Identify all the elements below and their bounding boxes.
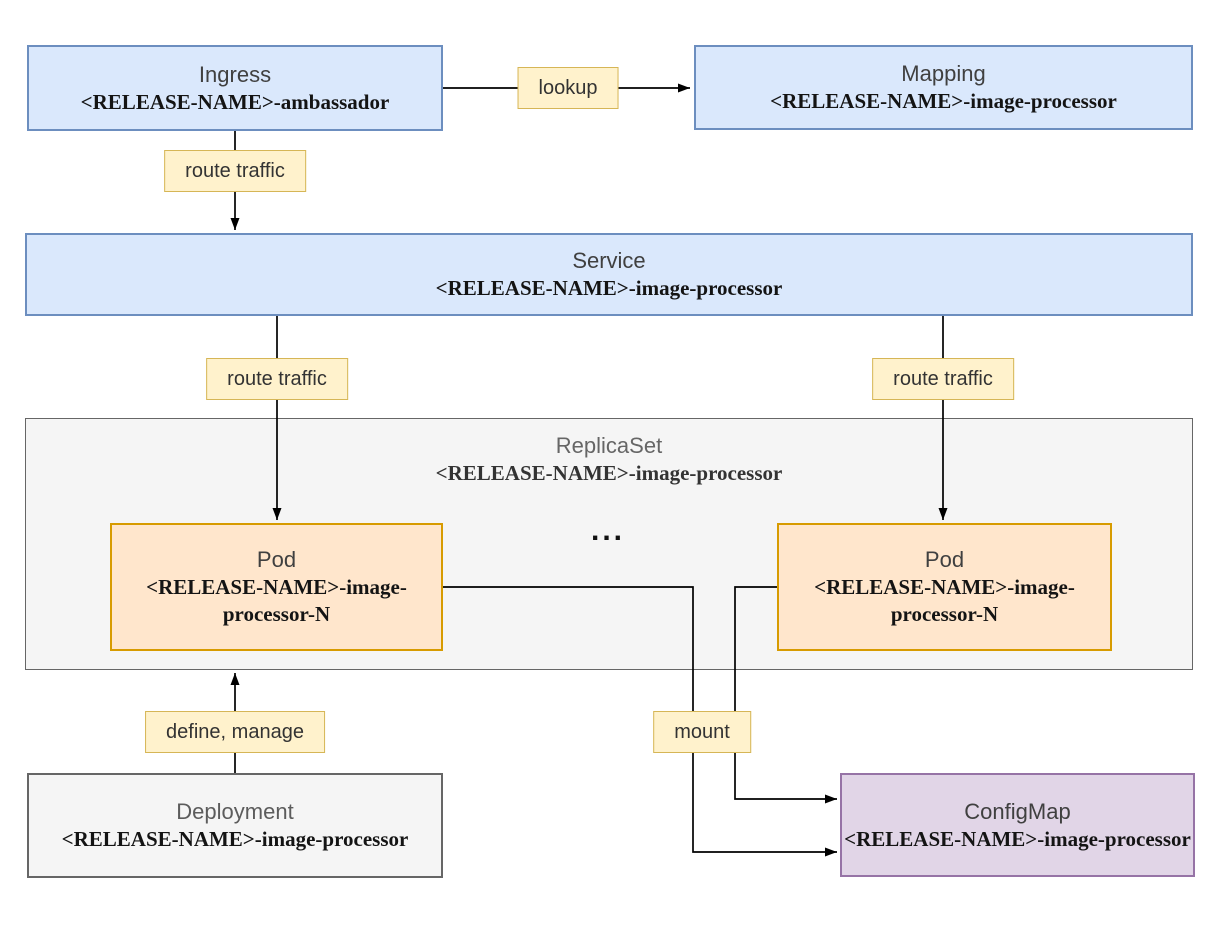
edge-label-mount: mount [653,711,751,753]
pod-right-subtitle: <RELEASE-NAME>-image-processor-N [814,575,1075,626]
configmap-subtitle: <RELEASE-NAME>-image-processor [844,826,1191,851]
ingress-subtitle: <RELEASE-NAME>-ambassador [80,89,390,114]
more-pods-ellipsis: ... [590,514,626,547]
edge-label-route-traffic-right: route traffic [872,358,1014,400]
pod-left-subtitle: <RELEASE-NAME>-image-processor-N [146,575,407,626]
ingress-title: Ingress [198,61,272,87]
pod-right-node: Pod <RELEASE-NAME>-image-processor-N [777,523,1112,651]
service-node: Service <RELEASE-NAME>-image-processor [25,233,1193,316]
ingress-node: Ingress <RELEASE-NAME>-ambassador [27,45,443,131]
deployment-subtitle: <RELEASE-NAME>-image-processor [61,827,409,851]
pod-right-title: Pod [924,547,965,572]
deployment-node: Deployment <RELEASE-NAME>-image-processo… [27,773,443,878]
edge-label-lookup: lookup [517,67,619,109]
edge-label-route-traffic-left: route traffic [206,358,348,400]
mapping-title: Mapping [901,61,986,86]
replicaset-title: ReplicaSet [555,433,663,458]
pod-left-node: Pod <RELEASE-NAME>-image-processor-N [110,523,443,651]
configmap-title: ConfigMap [964,798,1071,824]
replicaset-subtitle: <RELEASE-NAME>-image-processor [435,461,783,485]
pod-left-title: Pod [256,547,297,572]
service-subtitle: <RELEASE-NAME>-image-processor [435,276,783,300]
mapping-subtitle: <RELEASE-NAME>-image-processor [770,89,1117,113]
mapping-node: Mapping <RELEASE-NAME>-image-processor [694,45,1193,130]
configmap-node: ConfigMap <RELEASE-NAME>-image-processor [840,773,1195,877]
edge-label-route-traffic-ingress: route traffic [164,150,306,192]
deployment-title: Deployment [176,799,294,824]
service-title: Service [572,248,646,273]
edge-label-define-manage: define, manage [145,711,325,753]
